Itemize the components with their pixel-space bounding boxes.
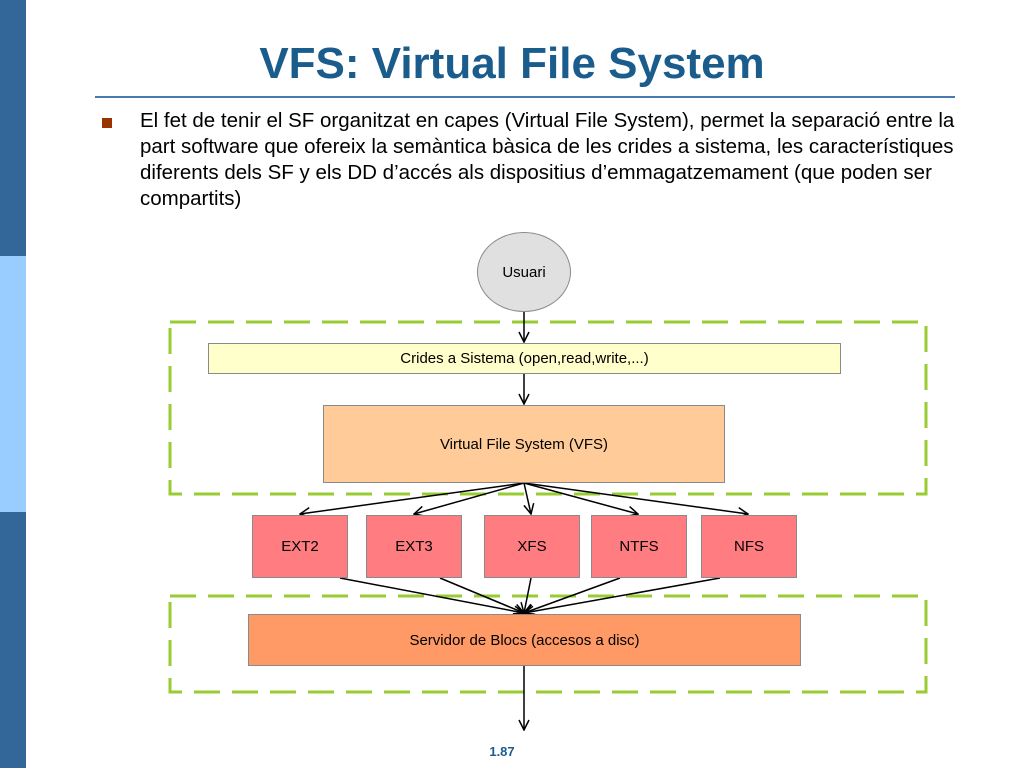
accent-bar-top xyxy=(0,0,26,256)
accent-bar-middle xyxy=(0,256,26,512)
fs-box-xfs: XFS xyxy=(484,515,580,578)
block-server-box: Servidor de Blocs (accesos a disc) xyxy=(248,614,801,666)
fs-box-ntfs: NTFS xyxy=(591,515,687,578)
arrow-vfs-to-nfs xyxy=(523,482,748,514)
arrow-ntfs-to-block-server xyxy=(524,577,621,613)
arrow-vfs-to-ntfs xyxy=(523,482,638,514)
user-node: Usuari xyxy=(477,232,571,312)
arrow-ext2-to-block-server xyxy=(339,577,524,613)
fs-box-nfs: NFS xyxy=(701,515,797,578)
kernel-interface-group xyxy=(168,320,928,496)
arrow-nfs-to-block-server xyxy=(524,577,721,613)
title-underline xyxy=(95,96,955,98)
page-number: 1.87 xyxy=(489,744,515,759)
arrow-vfs-to-ext3 xyxy=(414,482,525,514)
bullet-text: El fet de tenir el SF organitzat en cape… xyxy=(140,109,955,210)
arrow-vfs-to-xfs xyxy=(523,482,531,514)
slide-title: VFS: Virtual File System xyxy=(259,39,765,88)
square-bullet-icon xyxy=(102,118,112,128)
storage-group xyxy=(168,594,928,694)
fs-box-ext2: EXT2 xyxy=(252,515,348,578)
vfs-box: Virtual File System (VFS) xyxy=(323,405,725,483)
fs-box-ext3: EXT3 xyxy=(366,515,462,578)
arrow-vfs-to-ext2 xyxy=(300,482,525,514)
left-accent-bar xyxy=(0,0,26,768)
arrow-ext3-to-block-server xyxy=(439,577,524,613)
accent-bar-bottom xyxy=(0,512,26,768)
syscalls-box: Crides a Sistema (open,read,write,...) xyxy=(208,343,841,374)
